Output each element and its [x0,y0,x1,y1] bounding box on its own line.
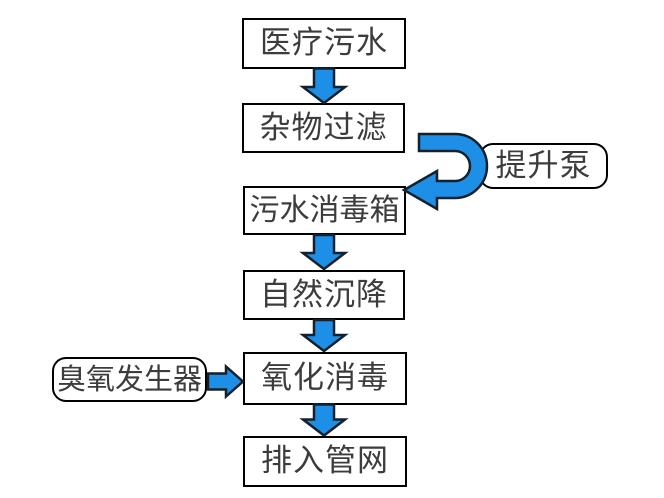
arrow-down-icon [299,403,349,438]
arrow-down-icon [299,233,349,271]
flow-node-natural-sedimentation: 自然沉降 [243,270,405,320]
flow-node-discharge-to-pipe-network: 排入管网 [243,436,407,487]
flow-node-label: 氧化消毒 [261,360,389,396]
flow-node-sewage-disinfection-tank: 污水消毒箱 [243,186,406,235]
arrow-down-icon [299,67,349,105]
flow-node-lift-pump: 提升泵 [479,143,608,189]
flow-node-label: 杂物过滤 [259,109,388,146]
flow-node-debris-filtration: 杂物过滤 [242,103,405,153]
flow-node-label: 自然沉降 [260,276,388,313]
arrow-down-icon [299,318,349,353]
flow-node-ozone-generator: 臭氧发生器 [52,357,207,402]
flow-node-label: 医疗污水 [260,25,388,61]
flow-node-oxidation-disinfection: 氧化消毒 [243,352,407,405]
flow-node-label: 污水消毒箱 [249,192,400,228]
flow-node-medical-wastewater: 医疗污水 [242,18,406,69]
arrow-right-icon [206,363,245,400]
u-turn-arrow-icon [401,132,489,212]
flow-node-label: 臭氧发生器 [56,362,202,396]
flow-node-label: 排入管网 [261,443,389,479]
flow-node-label: 提升泵 [495,147,592,184]
